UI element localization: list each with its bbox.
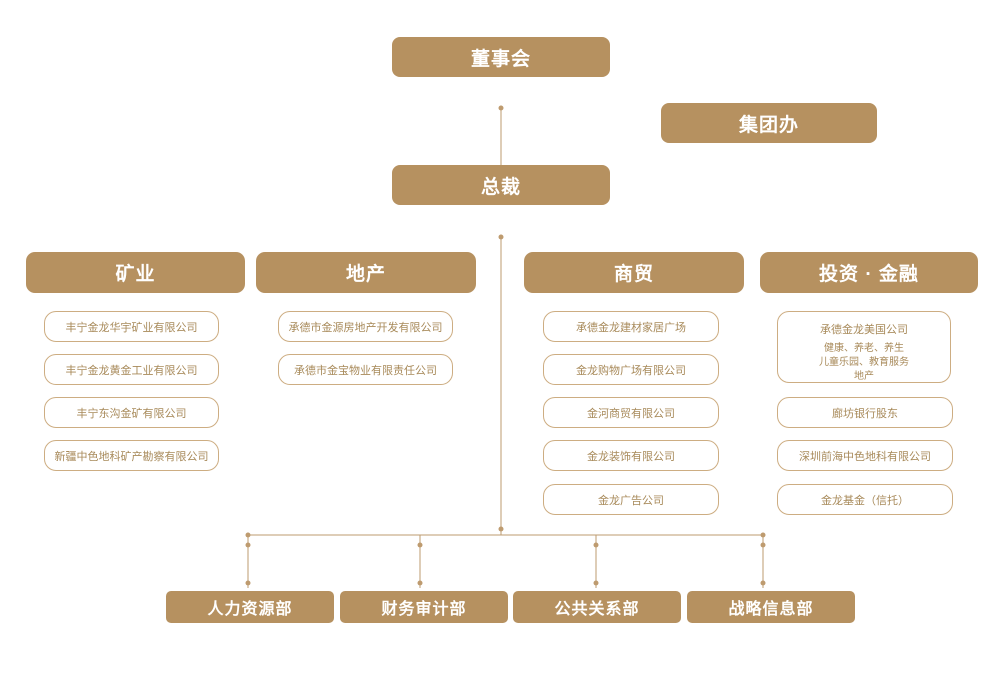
node-board-of-directors: 董事会 <box>392 37 610 77</box>
company-box: 承德金龙建材家居广场 <box>543 311 719 342</box>
company-box: 承德市金宝物业有限责任公司 <box>278 354 453 385</box>
featured-line: 健康、养老、养生 <box>824 343 904 354</box>
division-header-realestate: 地产 <box>256 252 476 293</box>
dept-strategic-information: 战略信息部 <box>687 591 855 623</box>
company-box-featured: 承德金龙美国公司 健康、养老、养生 儿童乐园、教育服务 地产 <box>777 311 951 383</box>
company-box: 金河商贸有限公司 <box>543 397 719 428</box>
dept-human-resources: 人力资源部 <box>166 591 334 623</box>
company-box: 丰宁金龙黄金工业有限公司 <box>44 354 219 385</box>
featured-title: 承德金龙美国公司 <box>820 324 908 336</box>
company-box: 金龙装饰有限公司 <box>543 440 719 471</box>
featured-line: 地产 <box>854 371 874 382</box>
company-box: 丰宁金龙华宇矿业有限公司 <box>44 311 219 342</box>
featured-line: 儿童乐园、教育服务 <box>819 357 909 368</box>
company-box: 新疆中色地科矿产勘察有限公司 <box>44 440 219 471</box>
node-group-office: 集团办 <box>661 103 877 143</box>
company-box: 承德市金源房地产开发有限公司 <box>278 311 453 342</box>
division-header-mining: 矿业 <box>26 252 245 293</box>
company-box: 廊坊银行股东 <box>777 397 953 428</box>
company-box: 深圳前海中色地科有限公司 <box>777 440 953 471</box>
company-box: 金龙广告公司 <box>543 484 719 515</box>
division-header-commerce: 商贸 <box>524 252 744 293</box>
node-president: 总裁 <box>392 165 610 205</box>
dept-finance-audit: 财务审计部 <box>340 591 508 623</box>
dept-public-relations: 公共关系部 <box>513 591 681 623</box>
company-box: 金龙购物广场有限公司 <box>543 354 719 385</box>
division-header-investment-finance: 投资 · 金融 <box>760 252 978 293</box>
company-box: 丰宁东沟金矿有限公司 <box>44 397 219 428</box>
company-box: 金龙基金（信托） <box>777 484 953 515</box>
